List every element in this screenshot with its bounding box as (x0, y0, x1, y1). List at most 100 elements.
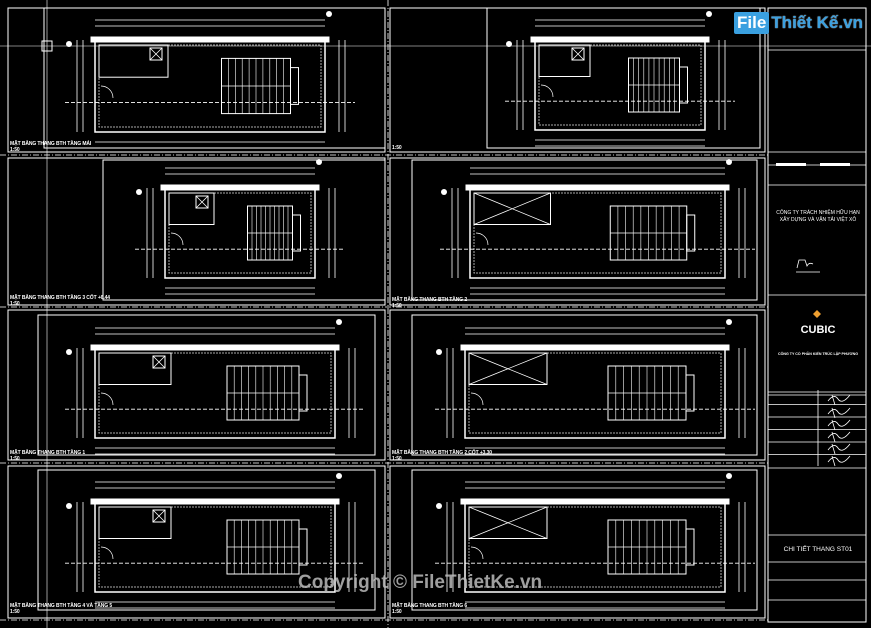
drawing-panel-frame (102, 159, 386, 301)
signature (827, 455, 851, 467)
drawing-panel-frame (411, 159, 758, 301)
drawing-panel-frame (411, 314, 758, 456)
door-swing (100, 546, 114, 560)
plan-wall-inner (98, 352, 332, 434)
plan-slab-edge (90, 36, 330, 43)
grid-bubble (726, 159, 732, 165)
stair-landing (685, 528, 695, 566)
elevator-cross (152, 355, 166, 369)
panel-title: MẶT BẰNG THANG BTH TẦNG 6 (392, 603, 467, 609)
panel-title: MẶT BẰNG THANG BTH TẦNG 1 (10, 450, 85, 456)
designer-logo: CUBIC (800, 324, 836, 336)
door-swing (470, 392, 484, 406)
plan-wall-inner (168, 192, 312, 274)
sheet-frame (389, 309, 766, 461)
drawing-panel-frame (411, 469, 758, 611)
stair-landing (298, 528, 308, 566)
plan-slab-edge (460, 498, 730, 505)
text-placeholder-bar (820, 163, 850, 166)
drawing-title: CHI TIẾT THANG ST01 (783, 546, 853, 553)
copyright-watermark: Copyright © FileThietKe.vn (298, 572, 543, 593)
panel-scale: 1:50 (10, 609, 20, 615)
stair-landing (292, 214, 301, 252)
plan-room (473, 192, 551, 225)
stair-landing (290, 67, 299, 105)
grid-bubble (726, 319, 732, 325)
elevator-cross (468, 352, 548, 385)
stair-landing (686, 214, 696, 252)
plan-room (98, 506, 172, 539)
drawing-panel-frame (486, 7, 761, 149)
elevator-shaft (149, 47, 163, 61)
grid-bubble (436, 349, 442, 355)
elevator-shaft (152, 509, 166, 523)
door-swing (470, 546, 484, 560)
signature (827, 431, 851, 443)
panel-scale: 1:50 (10, 456, 20, 462)
sheet-frame (7, 465, 386, 619)
title-block-frame (767, 7, 867, 623)
drawing-panel-frame (37, 314, 376, 456)
plan-room (98, 44, 169, 78)
text-placeholder-bar (776, 163, 806, 166)
plan-slab-edge (90, 498, 340, 505)
plan-wall-inner (98, 506, 332, 588)
panel-scale: 1:50 (392, 145, 402, 151)
elevator-shaft (195, 195, 209, 209)
plan-wall-inner (468, 506, 722, 588)
stair-landing (298, 374, 308, 412)
panel-title: MẶT BẰNG THANG BTH TẦNG 3 CỐT +6.44 (10, 295, 110, 301)
panel-title: MẶT BẰNG THANG BTH TẦNG 4 VÀ TẦNG 5 (10, 603, 113, 609)
grid-bubble (66, 503, 72, 509)
signature (796, 259, 820, 273)
plan-room (468, 506, 548, 539)
elevator-cross (195, 195, 209, 209)
grid-bubble (441, 189, 447, 195)
grid-bubble (436, 503, 442, 509)
plan-slab-edge (460, 344, 730, 351)
sheet-frame (7, 7, 386, 153)
panel-scale: 1:50 (392, 456, 402, 462)
elevator-cross (473, 192, 551, 225)
door-swing (540, 84, 554, 98)
panel-scale: 1:50 (392, 609, 402, 615)
cubic-logo-mark (813, 310, 821, 318)
elevator-cross (571, 47, 585, 61)
stair-landing (685, 374, 695, 412)
cursor-pickbox (41, 40, 53, 52)
drawing-panel-frame (37, 469, 376, 611)
panel-title: MẶT BẰNG THANG BTH TẦNG MÁI (10, 141, 92, 147)
panel-title: MẶT BẰNG THANG BTH TẦNG 2 (392, 297, 467, 303)
plan-wall-inner (468, 352, 722, 434)
watermark-logo-text: Thiết Kế.vn (771, 13, 863, 32)
grid-bubble (706, 11, 712, 17)
owner-company: CÔNG TY TRÁCH NHIỆM HỮU HẠN XÂY DỰNG VÀ … (776, 210, 860, 223)
plan-wall-inner (98, 44, 322, 128)
signature (827, 419, 851, 431)
sheet-frame (7, 309, 386, 461)
panel-scale: 1:50 (392, 303, 402, 309)
plan-slab-edge (160, 184, 320, 191)
sheet-frame (7, 157, 386, 306)
door-swing (170, 232, 184, 246)
door-swing (475, 232, 489, 246)
grid-bubble (506, 41, 512, 47)
panel-scale: 1:50 (10, 301, 20, 307)
plan-room (538, 44, 591, 77)
signature (827, 443, 851, 455)
panel-scale: 1:50 (10, 147, 20, 153)
elevator-cross (468, 506, 548, 539)
elevator-shaft (571, 47, 585, 61)
grid-bubble (316, 159, 322, 165)
watermark-logo: File Thiết Kế.vn (734, 12, 863, 34)
grid-bubble (136, 189, 142, 195)
plan-room (98, 352, 172, 385)
grid-bubble (326, 11, 332, 17)
